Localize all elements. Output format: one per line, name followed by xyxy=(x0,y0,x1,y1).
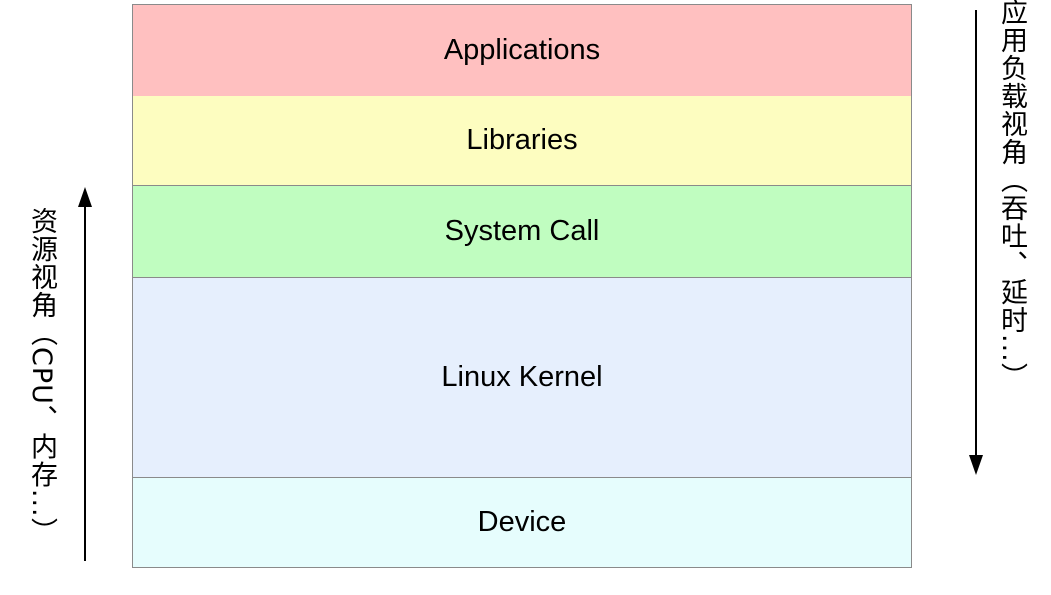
layer-applications-label: Applications xyxy=(443,34,601,66)
arrow-up-head xyxy=(78,187,92,207)
layer-device-label: Device xyxy=(477,506,567,538)
workload-view-label: 应用负载视角（吞吐、延时...） xyxy=(996,0,1027,391)
layer-libraries: Libraries xyxy=(132,96,912,186)
layer-linux-kernel: Linux Kernel xyxy=(132,278,912,478)
layer-system-call: System Call xyxy=(132,186,912,278)
resource-view-label: 资源视角（CPU、内存...） xyxy=(26,207,57,546)
arrow-down-shaft xyxy=(975,10,977,457)
arrow-up-shaft xyxy=(84,205,86,561)
layer-applications: Applications xyxy=(132,4,912,97)
layer-linux-kernel-label: Linux Kernel xyxy=(441,361,603,393)
layer-stack: Applications Libraries System Call Linux… xyxy=(132,4,912,568)
arrow-down-head xyxy=(969,455,983,475)
layer-device: Device xyxy=(132,478,912,568)
layer-system-call-label: System Call xyxy=(444,215,600,247)
layer-libraries-label: Libraries xyxy=(466,124,578,156)
resource-view-arrow xyxy=(77,187,93,561)
workload-view-arrow xyxy=(968,10,984,475)
